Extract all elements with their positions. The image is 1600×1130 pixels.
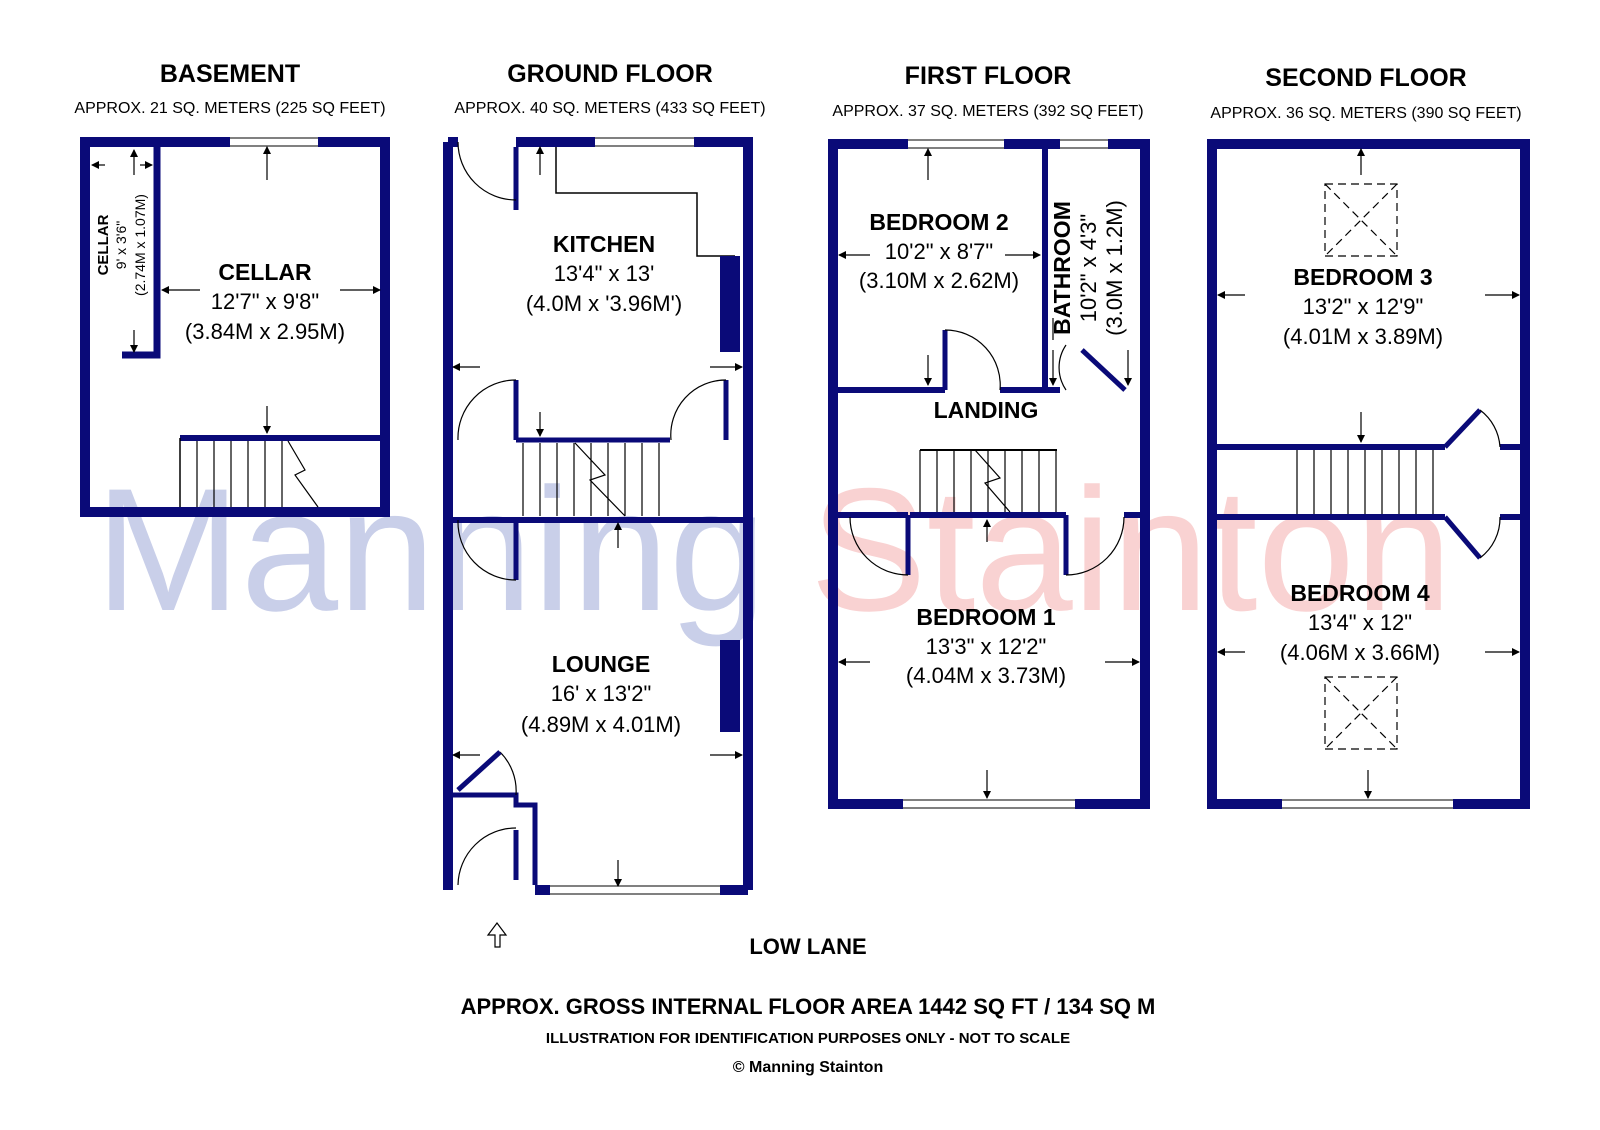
bedroom4-label: BEDROOM 4 [1290, 580, 1430, 606]
ground-floor-title: GROUND FLOOR [507, 60, 713, 88]
disclaimer: ILLUSTRATION FOR IDENTIFICATION PURPOSES… [546, 1030, 1070, 1047]
second-floor-area: APPROX. 36 SQ. METERS (390 SQ FEET) [1210, 105, 1521, 122]
lounge-imperial: 16' x 13'2" [551, 681, 652, 706]
basement-area: APPROX. 21 SQ. METERS (225 SQ FEET) [74, 100, 385, 117]
small-cellar-metric: (2.74M x 1.07M) [132, 194, 148, 296]
bedroom1-label: BEDROOM 1 [916, 604, 1056, 630]
second-floor-details [1296, 183, 1501, 750]
ground-floor-arrows [452, 146, 743, 887]
watermark-manning: Manning [95, 453, 766, 648]
second-floor-title: SECOND FLOOR [1265, 64, 1466, 92]
road-label: LOW LANE [749, 934, 866, 959]
skylight-bottom [1324, 676, 1398, 750]
small-cellar-imperial: 9' x 3'6" [113, 221, 129, 269]
bedroom1-metric: (4.04M x 3.73M) [906, 663, 1066, 688]
copyright: © Manning Stainton [733, 1059, 883, 1076]
ground-floor-area: APPROX. 40 SQ. METERS (433 SQ FEET) [454, 100, 765, 117]
bathroom-labels: BATHROOM 10'2" x 4'3" (3.0M x 1.2M) [1049, 200, 1127, 336]
basement-title: BASEMENT [160, 60, 300, 88]
basement-arrows [91, 146, 381, 434]
bathroom-metric: (3.0M x 1.2M) [1102, 200, 1127, 336]
first-floor-details [849, 329, 1127, 576]
ground-door-leaves [456, 750, 502, 792]
bedroom2-label: BEDROOM 2 [869, 209, 1008, 235]
lounge-label: LOUNGE [552, 651, 650, 677]
ground-floor-plan [443, 137, 753, 895]
bedroom3-label: BEDROOM 3 [1293, 264, 1432, 290]
kitchen-imperial: 13'4" x 13' [554, 261, 655, 286]
entrance-arrow-icon [486, 922, 508, 948]
watermark-stainton: Stainton [810, 453, 1452, 648]
second-floor-plan [1207, 139, 1530, 809]
small-cellar-label: CELLAR [95, 214, 112, 275]
landing-label: LANDING [934, 397, 1039, 423]
kitchen-metric: (4.0M x '3.96M') [526, 291, 682, 316]
bedroom4-imperial: 13'4" x 12" [1308, 610, 1412, 635]
cellar-metric: (3.84M x 2.95M) [185, 319, 345, 344]
skylight-top [1324, 183, 1398, 257]
lounge-metric: (4.89M x 4.01M) [521, 712, 681, 737]
kitchen-label: KITCHEN [553, 231, 655, 257]
first-floor-arrows [838, 148, 1140, 799]
first-floor-area: APPROX. 37 SQ. METERS (392 SQ FEET) [832, 103, 1143, 120]
cellar-label: CELLAR [218, 259, 312, 285]
basement-plan [80, 137, 390, 517]
bathroom-imperial: 10'2" x 4'3" [1076, 214, 1101, 322]
bedroom2-imperial: 10'2" x 8'7" [885, 239, 993, 264]
watermark: Manning Stainton [95, 453, 1452, 648]
bedroom3-imperial: 13'2" x 12'9" [1303, 294, 1424, 319]
small-cellar-labels: CELLAR 9' x 3'6" (2.74M x 1.07M) [95, 194, 148, 296]
bedroom3-metric: (4.01M x 3.89M) [1283, 324, 1443, 349]
first-floor-title: FIRST FLOOR [905, 62, 1072, 90]
ground-floor-details [457, 141, 727, 886]
bathroom-label: BATHROOM [1049, 201, 1075, 335]
second-floor-arrows [1217, 148, 1520, 799]
bedroom2-metric: (3.10M x 2.62M) [859, 268, 1019, 293]
gross-area: APPROX. GROSS INTERNAL FLOOR AREA 1442 S… [461, 994, 1156, 1019]
bedroom4-metric: (4.06M x 3.66M) [1280, 640, 1440, 665]
first-floor-plan [828, 139, 1150, 809]
bedroom1-imperial: 13'3" x 12'2" [926, 634, 1047, 659]
cellar-imperial: 12'7" x 9'8" [211, 289, 319, 314]
